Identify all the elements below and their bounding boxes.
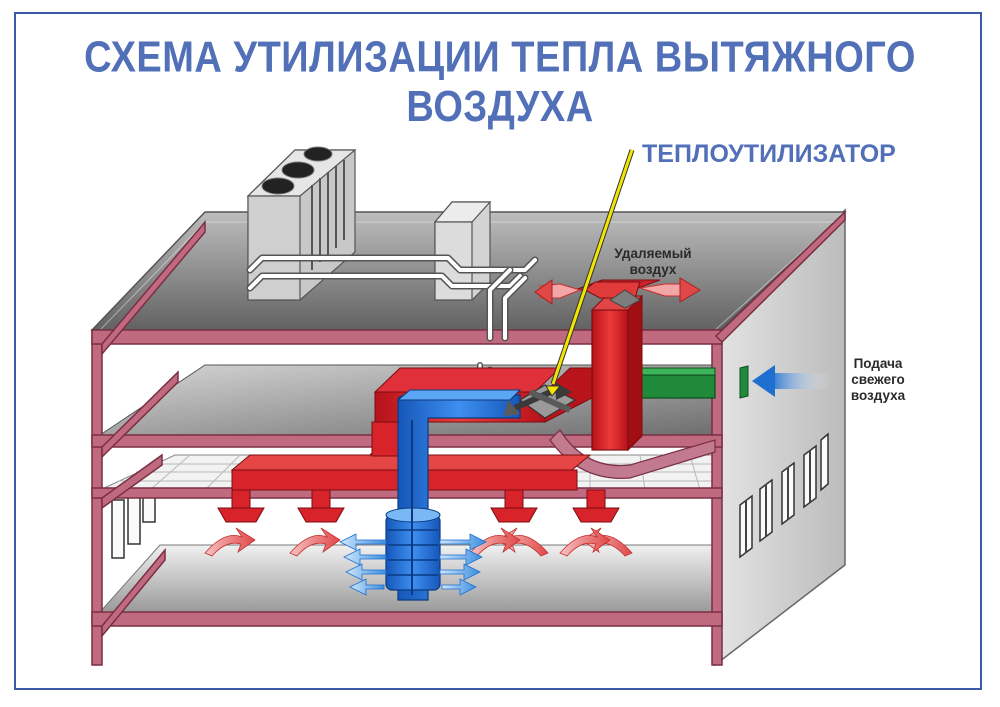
exhaust-duct [574, 279, 661, 452]
diagram-title: СХЕМА УТИЛИЗАЦИИ ТЕПЛА ВЫТЯЖНОГО ВОЗДУХА [84, 33, 916, 132]
fresh-air-supply-label: Подача свежего воздуха [850, 356, 906, 403]
condenser-fan-icons [261, 146, 333, 195]
building-side-wall [714, 208, 846, 667]
poster-frame [14, 12, 982, 690]
cold-air-flow-arrows [339, 533, 487, 596]
exhaust-air-label: Удаляемый воздух [614, 246, 692, 277]
callout-pointer [545, 149, 635, 397]
heat-recovery-callout-label: ТЕПЛОУТИЛИЗАТОР [642, 140, 896, 168]
exhaust-air-arrows [534, 277, 701, 305]
warm-air-diffusers [217, 489, 620, 523]
rooftop-condenser-unit [246, 146, 357, 301]
left-windows [111, 491, 156, 559]
warm-air-flow-arrows [204, 527, 633, 557]
fresh-air-arrow [752, 365, 830, 397]
